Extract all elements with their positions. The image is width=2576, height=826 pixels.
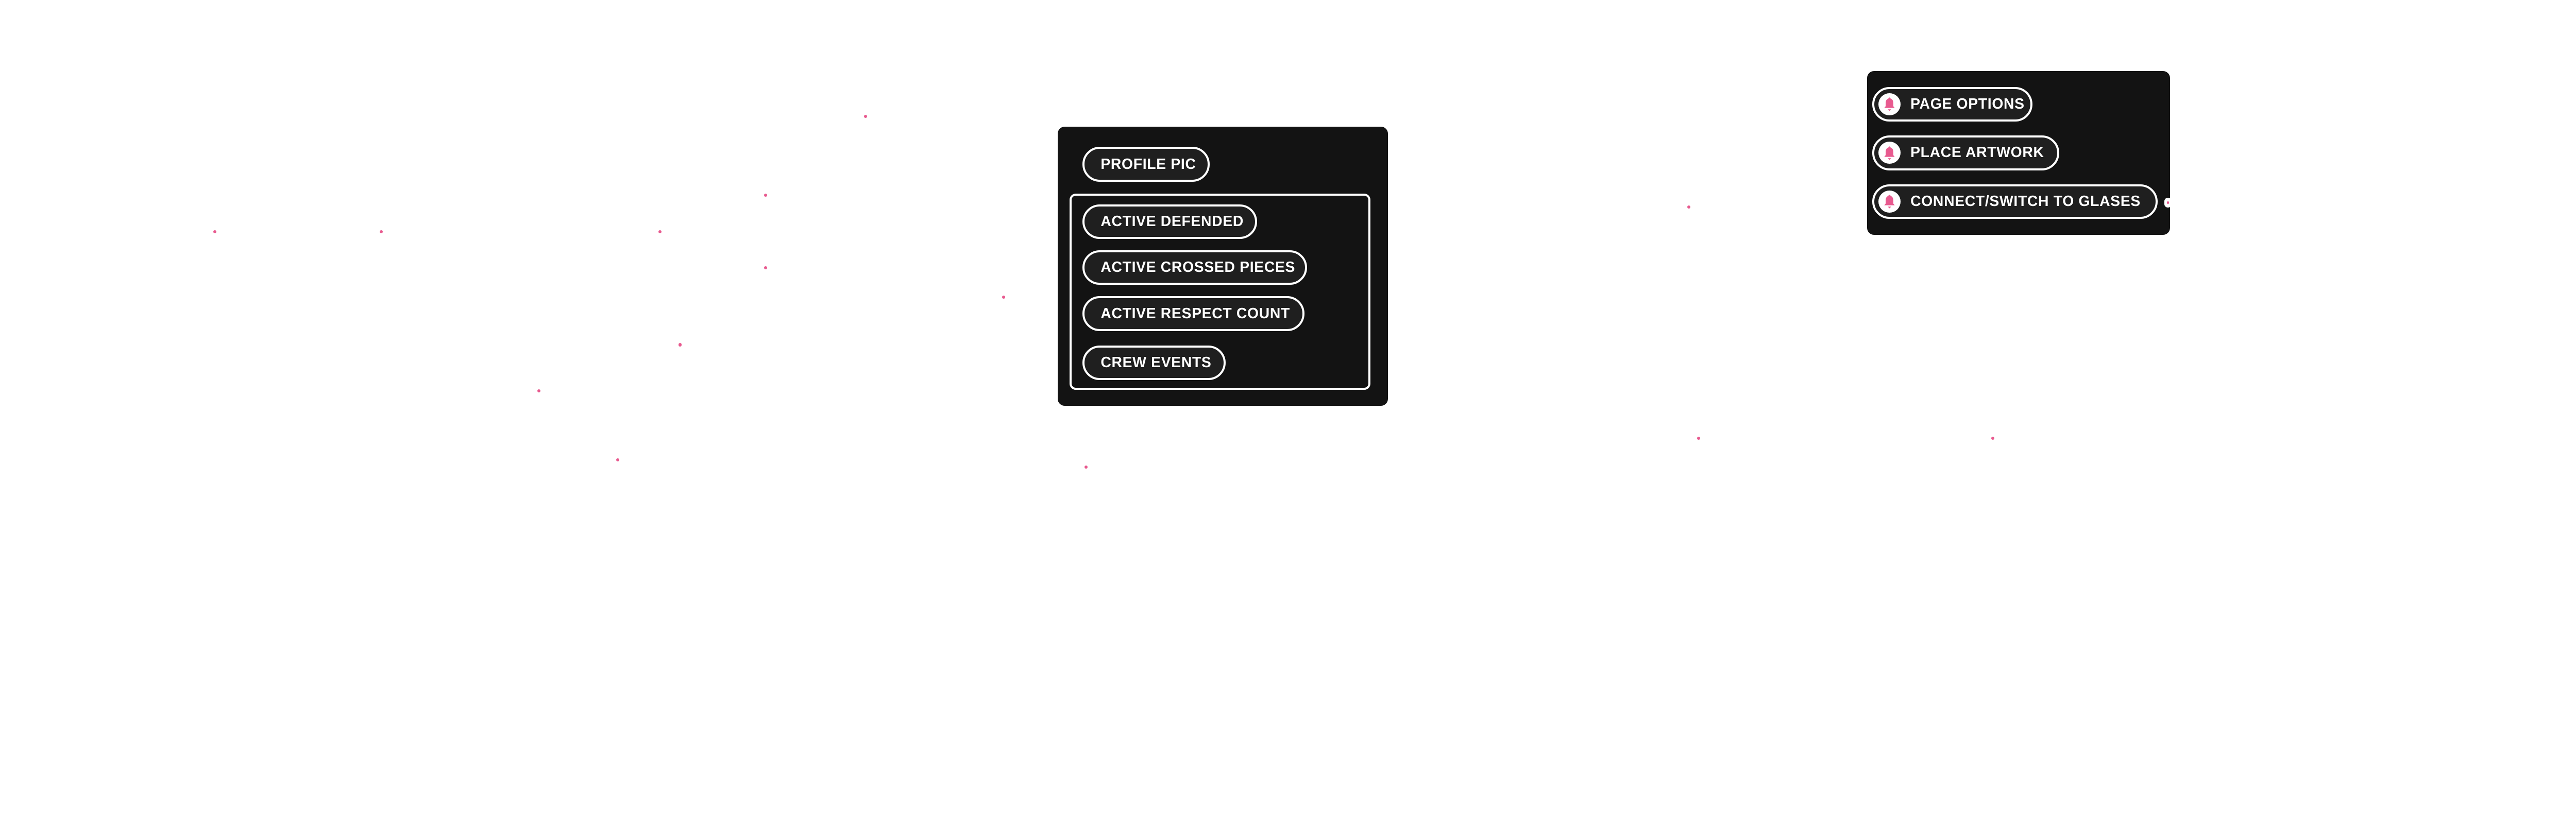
button-label: ACTIVE DEFENDED	[1100, 213, 1244, 230]
profile-pic-button[interactable]: PROFILE PIC	[1082, 147, 1210, 182]
active-defended-button[interactable]: ACTIVE DEFENDED	[1082, 204, 1257, 239]
canvas-dot	[1084, 465, 1088, 469]
connect-switch-to-glasses-button[interactable]: CONNECT/SWITCH TO GLASES	[1872, 184, 2158, 219]
left-panel: PROFILE PIC ACTIVE DEFENDED ACTIVE CROSS…	[1058, 126, 1388, 406]
canvas-dot	[764, 266, 767, 269]
canvas-dot	[678, 343, 682, 347]
canvas-dot	[213, 230, 217, 233]
button-label: PAGE OPTIONS	[1910, 95, 2025, 112]
place-artwork-button[interactable]: PLACE ARTWORK	[1872, 135, 2059, 170]
connection-handle[interactable]	[2164, 197, 2172, 208]
canvas-dot	[537, 389, 540, 392]
canvas-dot	[379, 230, 383, 233]
button-label: ACTIVE RESPECT COUNT	[1100, 305, 1290, 322]
canvas-dot	[1687, 205, 1691, 209]
button-label: PROFILE PIC	[1100, 156, 1196, 173]
right-panel: PAGE OPTIONS PLACE ARTWORK CONNECT/SWITC…	[1867, 71, 2172, 235]
button-label: ACTIVE CROSSED PIECES	[1100, 259, 1296, 276]
crew-events-button[interactable]: CREW EVENTS	[1082, 345, 1226, 380]
canvas-dot	[658, 230, 662, 233]
active-crossed-pieces-button[interactable]: ACTIVE CROSSED PIECES	[1082, 250, 1308, 285]
button-label: CREW EVENTS	[1100, 354, 1212, 371]
canvas-dot	[1697, 436, 1701, 440]
page-options-button[interactable]: PAGE OPTIONS	[1872, 87, 2032, 122]
bell-icon	[1878, 93, 1901, 115]
bell-icon	[1878, 142, 1901, 164]
button-group	[1070, 194, 1370, 390]
button-label: CONNECT/SWITCH TO GLASES	[1910, 193, 2141, 210]
bell-icon	[1878, 190, 1901, 213]
button-label: PLACE ARTWORK	[1910, 144, 2044, 161]
active-respect-count-button[interactable]: ACTIVE RESPECT COUNT	[1082, 296, 1304, 331]
canvas-dot	[1002, 296, 1005, 299]
canvas-dot	[1991, 436, 1994, 440]
canvas-dot	[616, 458, 620, 461]
canvas-dot	[864, 115, 868, 118]
canvas-dot	[764, 194, 767, 197]
handle-dot-icon	[2166, 201, 2170, 204]
